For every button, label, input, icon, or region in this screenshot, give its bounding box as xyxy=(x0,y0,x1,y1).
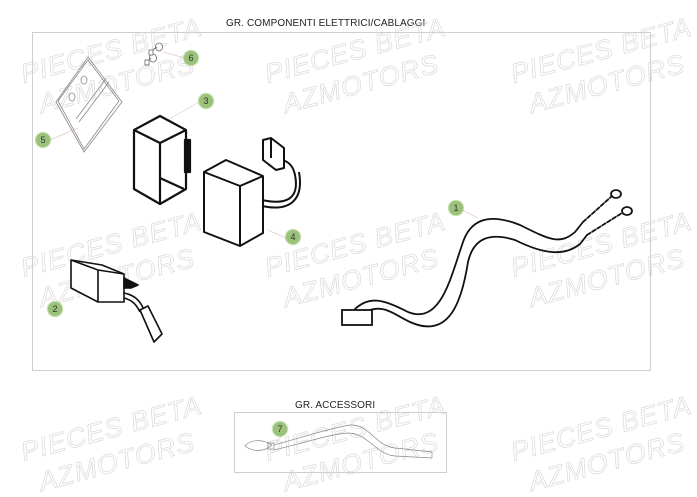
part-1-harness xyxy=(341,189,633,328)
part-6-screws xyxy=(144,42,163,66)
callout-badge-6[interactable]: 6 xyxy=(184,51,198,65)
part-4-box-connector xyxy=(203,137,301,247)
callout-badge-1[interactable]: 1 xyxy=(449,201,463,215)
callout-badge-5[interactable]: 5 xyxy=(36,133,50,147)
part-3-box xyxy=(132,114,192,206)
callout-badge-2[interactable]: 2 xyxy=(48,302,62,316)
callout-badge-7[interactable]: 7 xyxy=(273,422,287,436)
parts-line-art xyxy=(49,42,633,459)
part-2-relay xyxy=(70,259,163,343)
callout-badge-3[interactable]: 3 xyxy=(199,94,213,108)
part-7-strap xyxy=(244,424,433,459)
section-title-electrical: GR. COMPONENTI ELETTRICI/CABLAGGI xyxy=(226,18,426,29)
accessories-diagram-panel xyxy=(234,412,447,473)
section-title-accessories: GR. ACCESSORI xyxy=(295,400,376,411)
callout-badge-4[interactable]: 4 xyxy=(286,230,300,244)
part-5-plate xyxy=(55,56,123,153)
electrical-diagram-panel xyxy=(32,32,651,371)
